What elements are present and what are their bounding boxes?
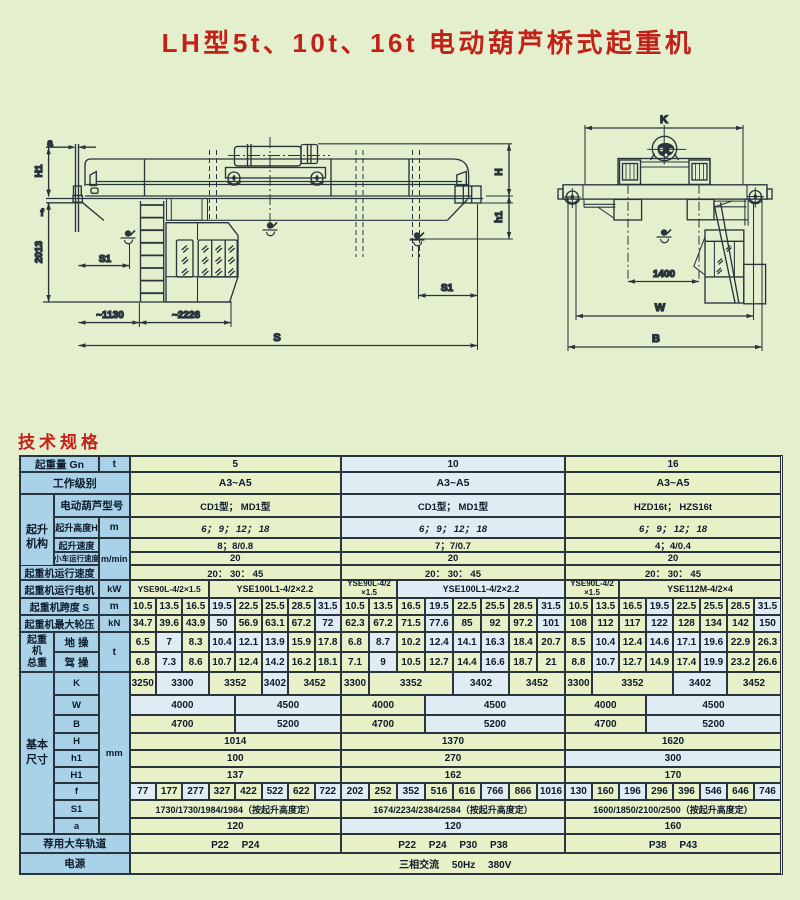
svg-text:a: a	[47, 138, 53, 149]
svg-text:2013: 2013	[34, 240, 45, 263]
svg-text:~2226: ~2226	[172, 310, 201, 321]
svg-text:S: S	[273, 332, 280, 344]
svg-text:~1130: ~1130	[96, 310, 124, 321]
svg-text:S1: S1	[99, 254, 112, 265]
svg-text:H: H	[494, 168, 505, 175]
svg-text:h1: h1	[494, 211, 505, 223]
svg-text:W: W	[655, 302, 666, 314]
svg-text:f: f	[40, 208, 44, 219]
svg-text:S1: S1	[441, 283, 454, 294]
svg-text:B: B	[652, 333, 660, 345]
svg-text:K: K	[660, 114, 668, 126]
svg-text:H1: H1	[34, 164, 45, 177]
svg-text:1400: 1400	[653, 269, 676, 280]
